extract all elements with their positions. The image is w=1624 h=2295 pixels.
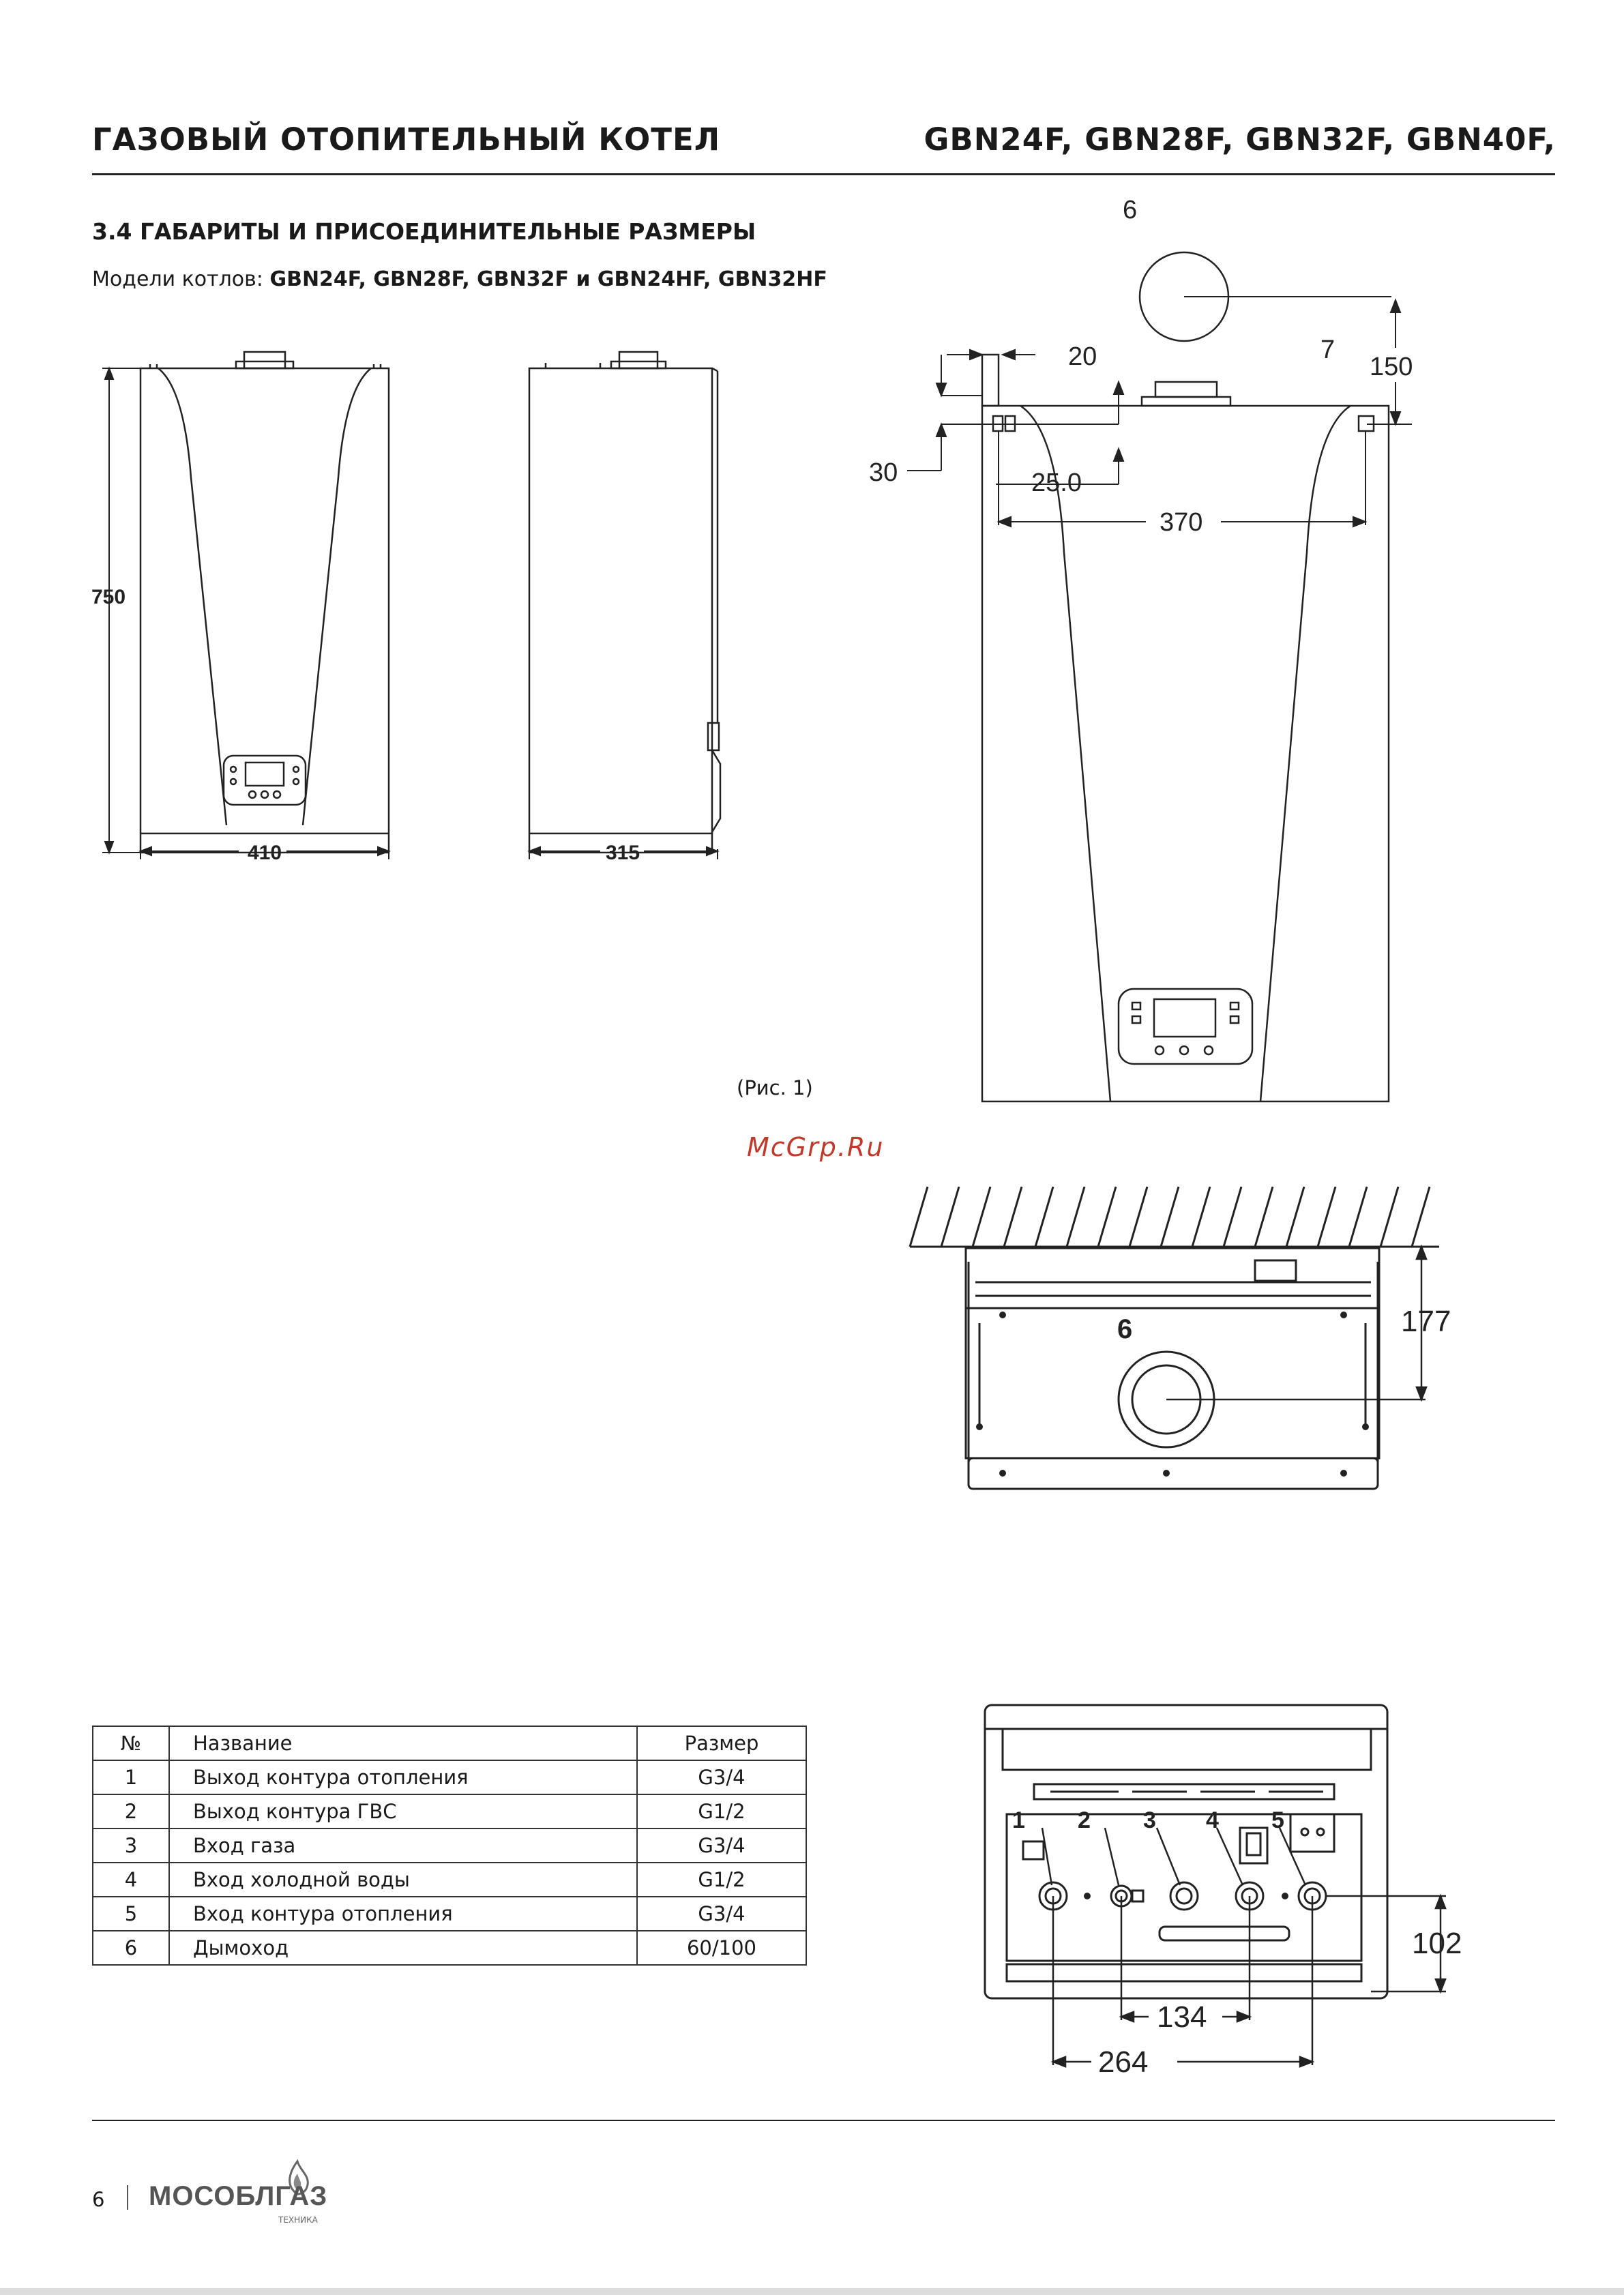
table-row: 1 Выход контура отопления G3/4 [92, 1760, 807, 1795]
cell-num: 3 [92, 1828, 170, 1863]
bottom-view-drawing: 1 2 3 4 5 102 134 264 [984, 1704, 1462, 2079]
connections-table: № Название Размер 1 Выход контура отопле… [92, 1726, 807, 1966]
cell-num: 1 [92, 1760, 170, 1795]
table-row: 4 Вход холодной воды G1/2 [92, 1862, 807, 1897]
subtitle-prefix: Модели котлов: [92, 267, 270, 291]
dim-150: 150 [1370, 353, 1413, 381]
flame-icon [289, 2159, 309, 2195]
header-size: Размер [636, 1726, 807, 1761]
dim-177: 177 [1401, 1305, 1451, 1338]
header-models: GBN24F, GBN28F, GBN32F, GBN40F, [924, 121, 1556, 158]
header-divider [92, 173, 1555, 175]
cell-num: 5 [92, 1896, 170, 1931]
cell-name: Дымоход [168, 1930, 638, 1966]
cell-name: Вход газа [168, 1828, 638, 1863]
cell-size: 60/100 [636, 1930, 807, 1966]
ceiling-flue-label: 6 [1117, 1314, 1132, 1344]
dim-370: 370 [1160, 508, 1202, 537]
dim-250: 25.0 [1031, 469, 1082, 497]
side-depth-dim: 315 [606, 842, 640, 864]
cell-size: G3/4 [636, 1896, 807, 1931]
label-7: 7 [1320, 336, 1335, 364]
header-title: ГАЗОВЫЙ ОТОПИТЕЛЬНЫЙ КОТЕЛ [92, 121, 721, 158]
header-name: Название [168, 1726, 638, 1761]
top-detail-drawing: 6 7 150 20 30 25.0 370 [869, 196, 1413, 1103]
bottom-label-5: 5 [1271, 1807, 1284, 1833]
figure-caption: (Рис. 1) [737, 1076, 813, 1099]
bottom-label-4: 4 [1206, 1807, 1219, 1833]
watermark: McGrp.Ru [747, 1132, 885, 1162]
company-logo-subtitle: ТЕХНИКА [278, 2215, 318, 2225]
front-height-dim: 750 [91, 586, 126, 608]
cell-size: G1/2 [636, 1794, 807, 1829]
cell-num: 2 [92, 1794, 170, 1829]
table-row: 5 Вход контура отопления G3/4 [92, 1896, 807, 1931]
cell-name: Вход контура отопления [168, 1896, 638, 1931]
flue-label: 6 [1123, 196, 1137, 224]
cell-num: 4 [92, 1862, 170, 1897]
table-row: 3 Вход газа G3/4 [92, 1828, 807, 1863]
front-width-dim: 410 [248, 842, 282, 864]
bottom-label-2: 2 [1078, 1807, 1091, 1833]
table-header-row: № Название Размер [92, 1726, 807, 1761]
dim-30: 30 [869, 458, 898, 487]
side-view-drawing: 315 [527, 351, 722, 864]
header-num: № [92, 1726, 170, 1761]
front-view-drawing: 750 410 [91, 351, 391, 864]
cell-size: G3/4 [636, 1828, 807, 1863]
cell-name: Выход контура отопления [168, 1760, 638, 1795]
cell-num: 6 [92, 1930, 170, 1966]
section-title: 3.4 ГАБАРИТЫ И ПРИСОЕДИНИТЕЛЬНЫЕ РАЗМЕРЫ [92, 218, 756, 245]
cell-name: Вход холодной воды [168, 1862, 638, 1897]
table-row: 2 Выход контура ГВС G1/2 [92, 1794, 807, 1829]
footer-separator [127, 2185, 128, 2210]
dim-264: 264 [1098, 2045, 1148, 2079]
section-subtitle: Модели котлов: GBN24F, GBN28F, GBN32F и … [92, 267, 827, 291]
company-logo: МОСОБЛГАЗ [149, 2181, 328, 2211]
page-number: 6 [92, 2188, 105, 2211]
dim-102: 102 [1412, 1927, 1462, 1960]
bottom-label-3: 3 [1143, 1807, 1156, 1833]
cell-size: G3/4 [636, 1760, 807, 1795]
cell-name: Выход контура ГВС [168, 1794, 638, 1829]
dim-134: 134 [1157, 2000, 1207, 2034]
page-bottom-band [0, 2288, 1624, 2295]
footer-divider [92, 2120, 1555, 2121]
ceiling-view-drawing: 6 177 [909, 1186, 1451, 1490]
subtitle-models: GBN24F, GBN28F, GBN32F и GBN24HF, GBN32H… [269, 267, 827, 291]
table-row: 6 Дымоход 60/100 [92, 1930, 807, 1966]
cell-size: G1/2 [636, 1862, 807, 1897]
bottom-label-1: 1 [1012, 1807, 1025, 1833]
dim-20: 20 [1068, 342, 1097, 371]
